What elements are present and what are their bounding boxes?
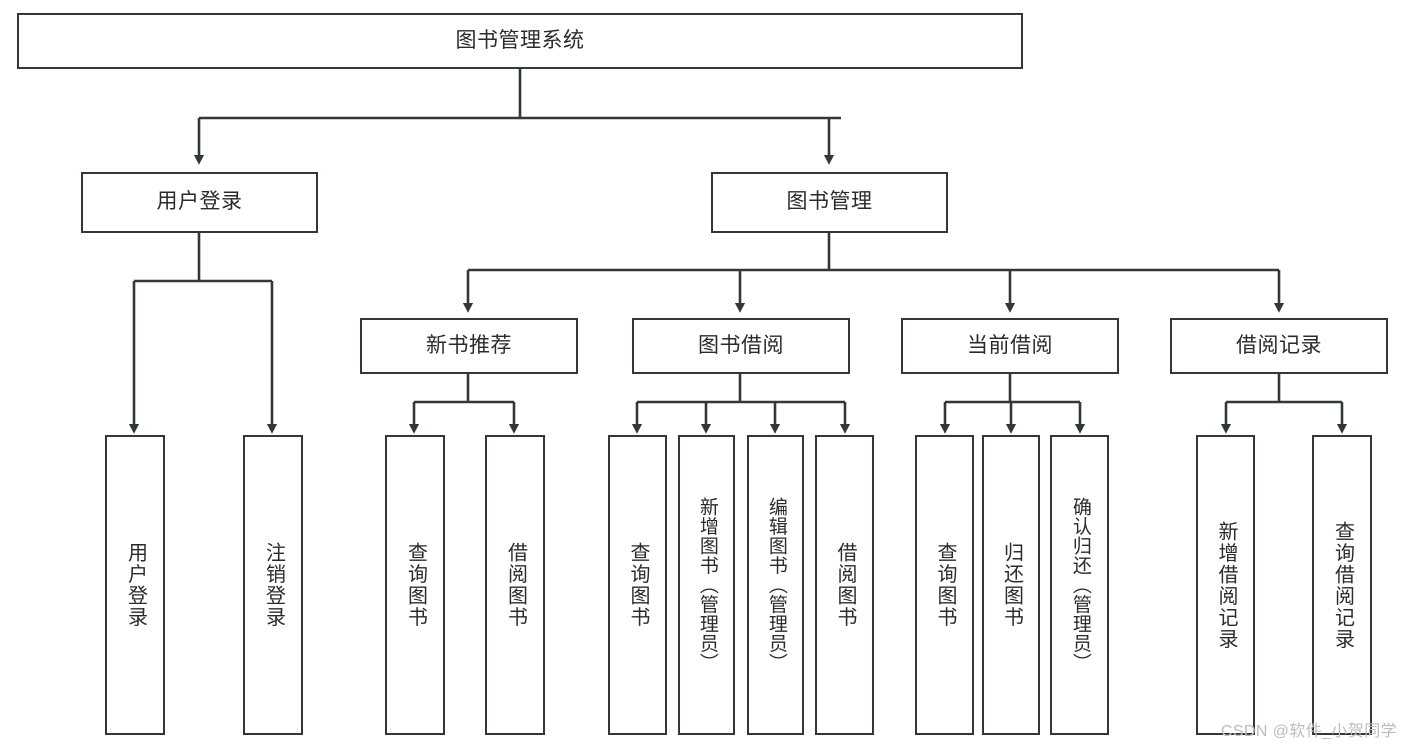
node-book-borrow[interactable]: 图书借阅 [632, 318, 850, 374]
node-leaf-user-login[interactable]: 用户登录 [105, 435, 165, 735]
node-label: 图书管理 [786, 190, 873, 214]
node-label: 图书管理系统 [455, 28, 585, 52]
node-leaf-query-borrow-record[interactable]: 查询借阅记录 [1312, 435, 1372, 735]
node-leaf-edit-book-admin[interactable]: 编辑图书（管理员） [747, 435, 804, 735]
node-leaf-confirm-return-admin[interactable]: 确认归还（管理员） [1050, 435, 1109, 735]
node-label: 查询图书 [627, 542, 649, 628]
node-leaf-add-borrow-record[interactable]: 新增借阅记录 [1196, 435, 1255, 735]
node-label: 借阅图书 [834, 542, 856, 628]
node-leaf-lend-book[interactable]: 借阅图书 [815, 435, 874, 735]
node-book-management[interactable]: 图书管理 [711, 172, 948, 233]
node-label: 新书推荐 [426, 333, 512, 357]
node-label: 查询图书 [404, 542, 427, 628]
node-new-book-recommend[interactable]: 新书推荐 [360, 318, 578, 374]
node-label: 查询图书 [934, 542, 956, 628]
node-leaf-query-book-new[interactable]: 查询图书 [385, 435, 445, 735]
node-label: 当前借阅 [967, 333, 1053, 357]
node-label: 图书借阅 [698, 333, 784, 357]
node-label: 用户登录 [156, 190, 243, 214]
node-leaf-query-book-borrow[interactable]: 查询图书 [608, 435, 667, 735]
node-user-login[interactable]: 用户登录 [81, 172, 318, 233]
node-label: 查询借阅记录 [1331, 520, 1354, 650]
node-borrow-record[interactable]: 借阅记录 [1170, 318, 1388, 374]
node-label: 新增借阅记录 [1215, 520, 1237, 650]
node-label: 编辑图书（管理员） [765, 497, 787, 673]
node-label: 借阅图书 [504, 542, 527, 628]
node-label: 新增图书（管理员） [696, 497, 718, 673]
node-leaf-borrow-book-new[interactable]: 借阅图书 [485, 435, 545, 735]
node-leaf-return-book[interactable]: 归还图书 [982, 435, 1040, 735]
node-label: 用户登录 [124, 542, 147, 628]
node-leaf-logout[interactable]: 注销登录 [243, 435, 303, 735]
node-label: 归还图书 [1000, 542, 1023, 628]
node-label: 注销登录 [262, 542, 285, 628]
node-root-system[interactable]: 图书管理系统 [17, 13, 1023, 69]
node-label: 借阅记录 [1236, 333, 1322, 357]
node-leaf-query-book-current[interactable]: 查询图书 [915, 435, 974, 735]
node-leaf-add-book-admin[interactable]: 新增图书（管理员） [678, 435, 735, 735]
node-label: 确认归还（管理员） [1069, 497, 1091, 673]
csdn-watermark: CSDN @软件_小贺同学 [1220, 723, 1397, 740]
node-current-borrow[interactable]: 当前借阅 [901, 318, 1119, 374]
